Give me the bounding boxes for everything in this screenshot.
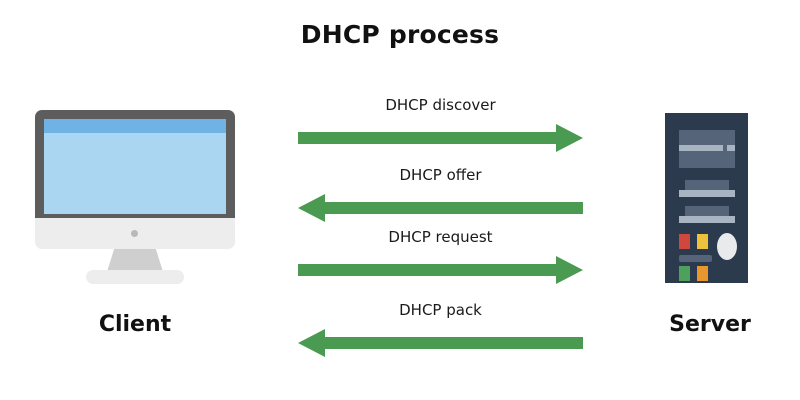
server-bay-middle-bar	[679, 190, 735, 197]
message-row: DHCP pack	[298, 301, 583, 357]
led-green-icon	[679, 266, 690, 281]
arrow-left-icon	[298, 194, 583, 222]
monitor-screen	[44, 119, 226, 214]
message-label: DHCP offer	[399, 166, 482, 184]
arrow-left-icon	[298, 329, 583, 357]
server-endpoint-label: Server	[669, 312, 751, 337]
message-label: DHCP request	[388, 228, 493, 246]
message-row: DHCP discover	[298, 96, 583, 152]
server-bay-top-bar-stub	[727, 145, 735, 151]
server-tower-icon	[665, 113, 748, 283]
monitor-power-dot-icon	[131, 230, 138, 237]
message-row: DHCP request	[298, 228, 583, 284]
message-row: DHCP offer	[298, 166, 583, 222]
monitor-stand-base	[86, 270, 184, 284]
server-bay-lower-bar	[679, 216, 735, 223]
monitor-bezel	[35, 110, 235, 218]
page-title: DHCP process	[300, 20, 500, 49]
message-label: DHCP discover	[385, 96, 496, 114]
led-red-icon	[679, 234, 690, 249]
led-orange-icon	[697, 266, 708, 281]
server-bay-lower	[685, 206, 729, 218]
arrow-right-icon	[298, 256, 583, 284]
arrow-right-icon	[298, 124, 583, 152]
monitor-titlebar	[44, 119, 226, 133]
message-label: DHCP pack	[399, 301, 482, 319]
server-disc-icon	[717, 233, 737, 260]
server-bay-middle	[685, 180, 729, 192]
desktop-computer-icon	[35, 110, 235, 284]
led-yellow-icon	[697, 234, 708, 249]
server-bay-top-bar	[679, 145, 723, 151]
client-endpoint-label: Client	[98, 312, 172, 337]
server-slot	[679, 255, 712, 262]
